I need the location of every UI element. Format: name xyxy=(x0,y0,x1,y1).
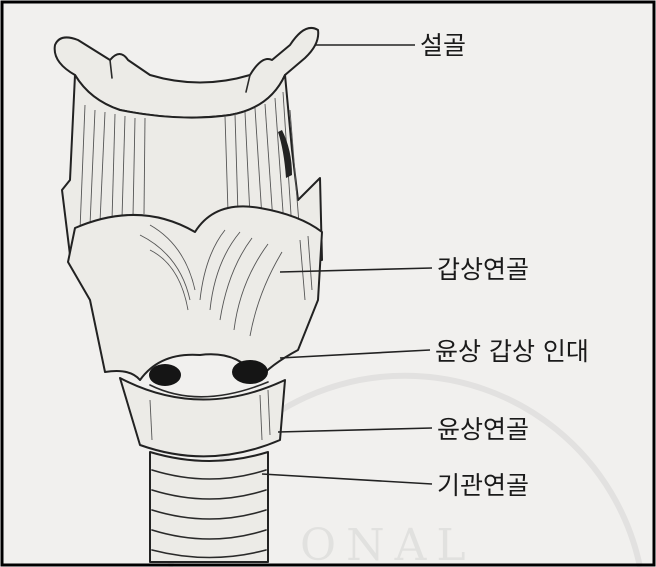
label-cricothyroid-ligament: 윤상 갑상 인대 xyxy=(435,337,589,366)
label-tracheal-cartilage: 기관연골 xyxy=(437,471,529,500)
label-thyroid-cartilage: 갑상연골 xyxy=(437,255,529,284)
thyroid-cartilage xyxy=(68,206,322,380)
label-cricoid-cartilage: 윤상연골 xyxy=(437,415,529,444)
label-hyoid: 설골 xyxy=(420,31,466,60)
tracheal-rings xyxy=(150,452,268,562)
watermark-text: ONAL xyxy=(300,520,476,567)
